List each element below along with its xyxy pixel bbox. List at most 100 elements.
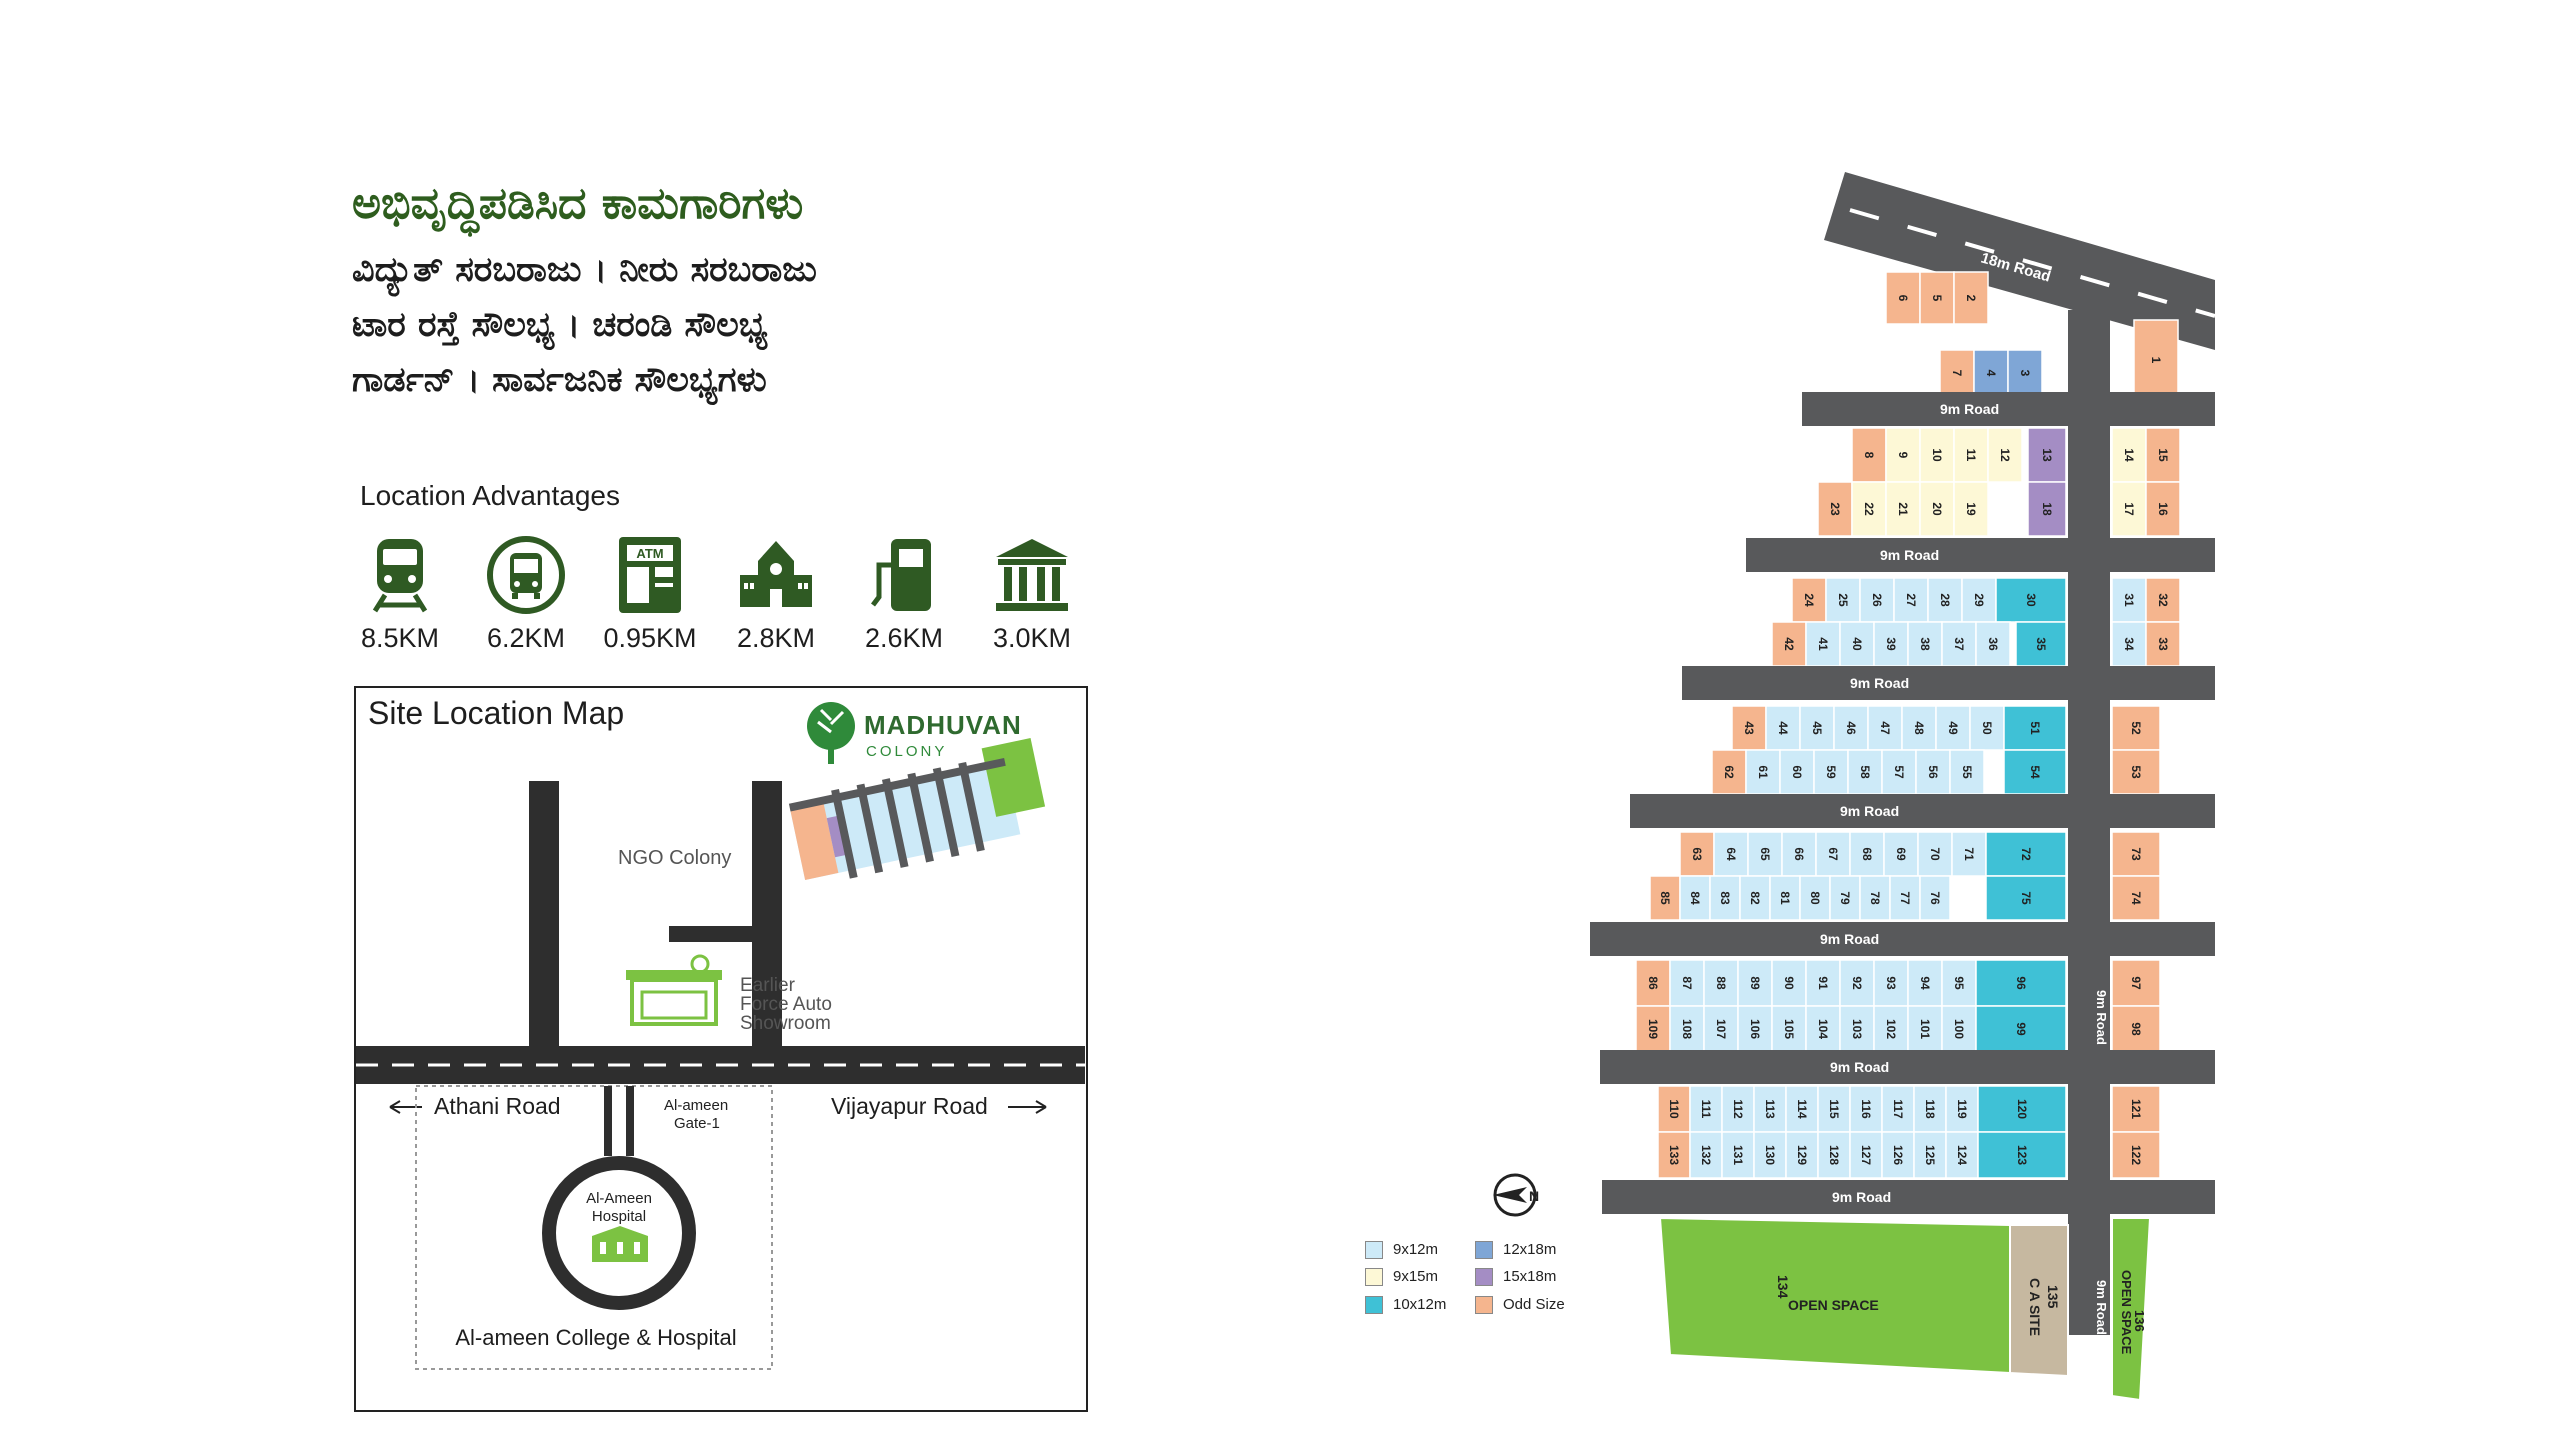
plot[interactable] bbox=[1881, 749, 1917, 795]
plot[interactable] bbox=[1873, 1005, 1909, 1053]
plot[interactable] bbox=[1825, 577, 1861, 623]
plot[interactable] bbox=[2003, 749, 2067, 795]
plot[interactable] bbox=[1919, 271, 1955, 325]
plot[interactable] bbox=[1953, 481, 1989, 537]
plot[interactable] bbox=[2111, 831, 2161, 877]
plot[interactable] bbox=[1969, 705, 2005, 751]
plot[interactable] bbox=[1975, 1005, 2067, 1053]
plot[interactable] bbox=[1975, 621, 2011, 667]
plot[interactable] bbox=[1739, 875, 1771, 921]
plot[interactable] bbox=[1919, 427, 1955, 483]
plot[interactable] bbox=[1849, 1131, 1883, 1179]
plot[interactable] bbox=[2015, 621, 2067, 667]
plot[interactable] bbox=[1885, 427, 1921, 483]
plot[interactable] bbox=[1771, 959, 1807, 1007]
plot[interactable] bbox=[2111, 481, 2147, 537]
plot-number: 118 bbox=[1923, 1099, 1937, 1119]
plot[interactable] bbox=[1813, 749, 1849, 795]
plot[interactable] bbox=[1815, 831, 1851, 877]
plot[interactable] bbox=[1781, 831, 1817, 877]
plot[interactable] bbox=[1669, 959, 1705, 1007]
plot-number: 44 bbox=[1776, 721, 1790, 735]
plot[interactable] bbox=[1977, 1085, 2067, 1133]
plot[interactable] bbox=[1791, 577, 1827, 623]
plot[interactable] bbox=[1689, 1131, 1723, 1179]
plot[interactable] bbox=[1779, 749, 1815, 795]
plot[interactable] bbox=[1917, 831, 1953, 877]
plot[interactable] bbox=[2145, 621, 2181, 667]
plot[interactable] bbox=[1839, 959, 1875, 1007]
plot[interactable] bbox=[1817, 1131, 1851, 1179]
plot[interactable] bbox=[1885, 271, 1921, 325]
plot[interactable] bbox=[2111, 577, 2147, 623]
plot[interactable] bbox=[2007, 349, 2043, 397]
plot[interactable] bbox=[1669, 1005, 1705, 1053]
plot[interactable] bbox=[1731, 705, 1767, 751]
plot[interactable] bbox=[1839, 1005, 1875, 1053]
plot[interactable] bbox=[1935, 705, 1971, 751]
plot[interactable] bbox=[1867, 705, 1903, 751]
plot[interactable] bbox=[1883, 831, 1919, 877]
plot[interactable] bbox=[1885, 481, 1921, 537]
plot[interactable] bbox=[1851, 427, 1887, 483]
plot[interactable] bbox=[1829, 875, 1861, 921]
plot[interactable] bbox=[1941, 621, 1977, 667]
plot[interactable] bbox=[1849, 1085, 1883, 1133]
plot[interactable] bbox=[1769, 875, 1801, 921]
college-label: Al-ameen College & Hospital bbox=[455, 1325, 736, 1350]
plot[interactable] bbox=[1709, 875, 1741, 921]
road-9m bbox=[1590, 922, 2215, 956]
plot[interactable] bbox=[1851, 481, 1887, 537]
plot[interactable] bbox=[2111, 621, 2147, 667]
plot[interactable] bbox=[1985, 831, 2067, 877]
road-9m-label: 9m Road bbox=[1832, 1189, 1891, 1205]
plot[interactable] bbox=[2111, 875, 2161, 921]
plot[interactable] bbox=[1945, 1085, 1979, 1133]
plot[interactable] bbox=[1747, 831, 1783, 877]
plot[interactable] bbox=[1711, 749, 1747, 795]
plot[interactable] bbox=[1987, 427, 2023, 483]
plot[interactable] bbox=[1939, 349, 1975, 397]
road-9m-label: 9m Road bbox=[1940, 401, 1999, 417]
plot[interactable] bbox=[1635, 959, 1671, 1007]
plot[interactable] bbox=[1679, 875, 1711, 921]
plot[interactable] bbox=[1785, 1131, 1819, 1179]
plot[interactable] bbox=[1881, 1085, 1915, 1133]
plot[interactable] bbox=[1919, 481, 1955, 537]
amenity-atm: ATM 0.95KM bbox=[580, 535, 720, 654]
plot[interactable] bbox=[2111, 959, 2161, 1007]
plot[interactable] bbox=[1953, 271, 1989, 325]
plot[interactable] bbox=[1985, 875, 2067, 921]
plot[interactable] bbox=[1649, 875, 1681, 921]
plot[interactable] bbox=[1847, 749, 1883, 795]
plot[interactable] bbox=[2145, 481, 2181, 537]
plot[interactable] bbox=[1977, 1131, 2067, 1179]
plot[interactable] bbox=[1953, 427, 1989, 483]
plot[interactable] bbox=[2145, 427, 2181, 483]
plot[interactable] bbox=[1945, 1131, 1979, 1179]
plot[interactable] bbox=[1859, 875, 1891, 921]
plot-number: 2 bbox=[1964, 295, 1978, 302]
plot-number: 88 bbox=[1714, 976, 1728, 990]
plot[interactable] bbox=[2111, 1005, 2161, 1053]
plot[interactable] bbox=[2111, 1085, 2161, 1133]
plot[interactable] bbox=[1805, 959, 1841, 1007]
plot[interactable] bbox=[1765, 705, 1801, 751]
plot[interactable] bbox=[1679, 831, 1715, 877]
plot[interactable] bbox=[1889, 875, 1921, 921]
plot[interactable] bbox=[2111, 1131, 2161, 1179]
plot[interactable] bbox=[2111, 749, 2161, 795]
plot[interactable] bbox=[1839, 621, 1875, 667]
plot[interactable] bbox=[1737, 1005, 1773, 1053]
plot[interactable] bbox=[1657, 1085, 1691, 1133]
plot[interactable] bbox=[1975, 959, 2067, 1007]
plot[interactable] bbox=[1995, 577, 2067, 623]
plot[interactable] bbox=[2111, 705, 2161, 751]
road-9m-vertical-label-1: 9m Road bbox=[2094, 990, 2109, 1045]
plot[interactable] bbox=[1785, 1085, 1819, 1133]
plot[interactable] bbox=[1873, 621, 1909, 667]
plot[interactable] bbox=[2027, 481, 2067, 537]
plot[interactable] bbox=[1817, 1085, 1851, 1133]
plot[interactable] bbox=[2133, 319, 2179, 401]
plot[interactable] bbox=[1919, 875, 1951, 921]
